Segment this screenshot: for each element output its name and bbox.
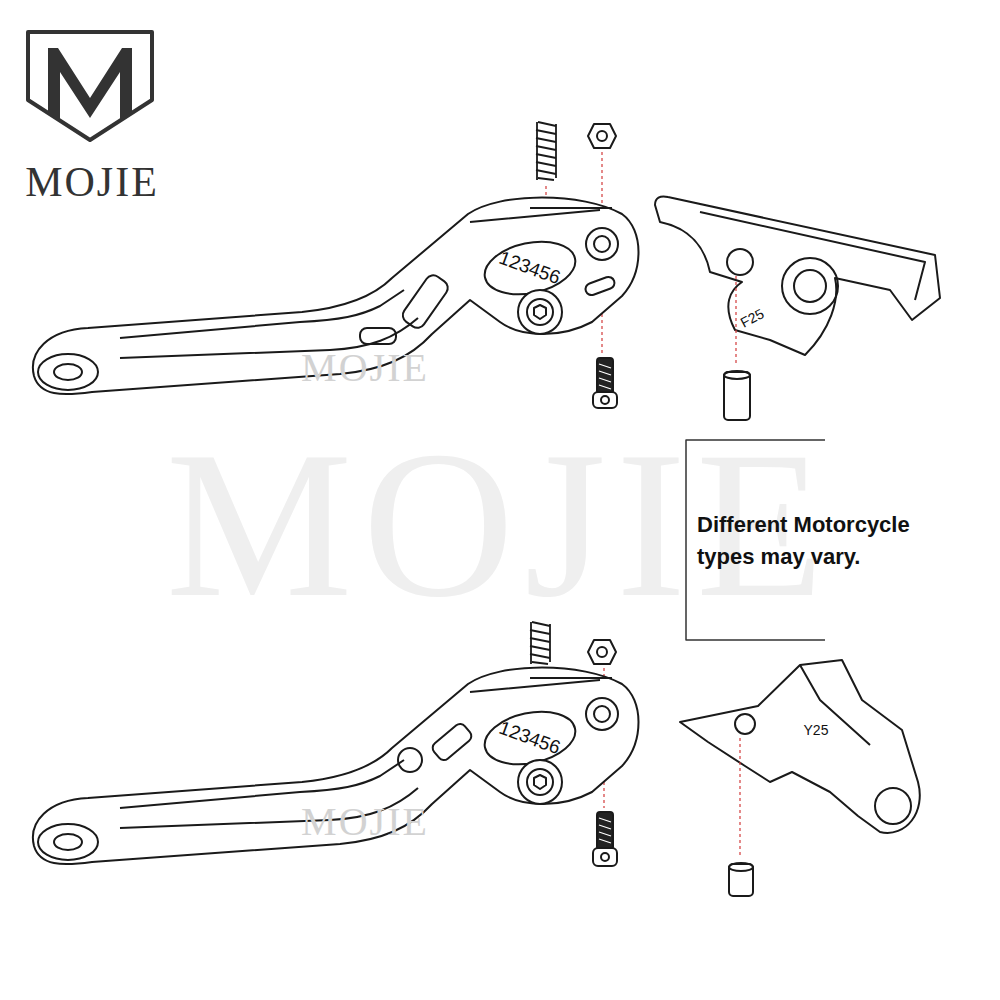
- watermark: MOJIE: [301, 799, 429, 845]
- clutch-lever: [33, 668, 639, 865]
- watermark: MOJIE: [301, 345, 429, 391]
- logo-text: MOJIE: [25, 158, 159, 206]
- spring: [536, 122, 556, 180]
- note-text: Different Motorcycle types may vary.: [697, 509, 965, 573]
- screw: [593, 812, 617, 866]
- bushing: [729, 863, 753, 896]
- leader-line: [739, 738, 740, 858]
- screw: [593, 358, 617, 408]
- nut: [588, 124, 616, 148]
- leader-line: [735, 276, 736, 366]
- adapter-bracket: [680, 660, 920, 833]
- nut: [588, 640, 616, 664]
- logo-shield: [28, 32, 152, 140]
- part-code: Y25: [804, 722, 829, 738]
- adapter-bracket: [655, 196, 940, 355]
- brake-lever: [33, 198, 639, 395]
